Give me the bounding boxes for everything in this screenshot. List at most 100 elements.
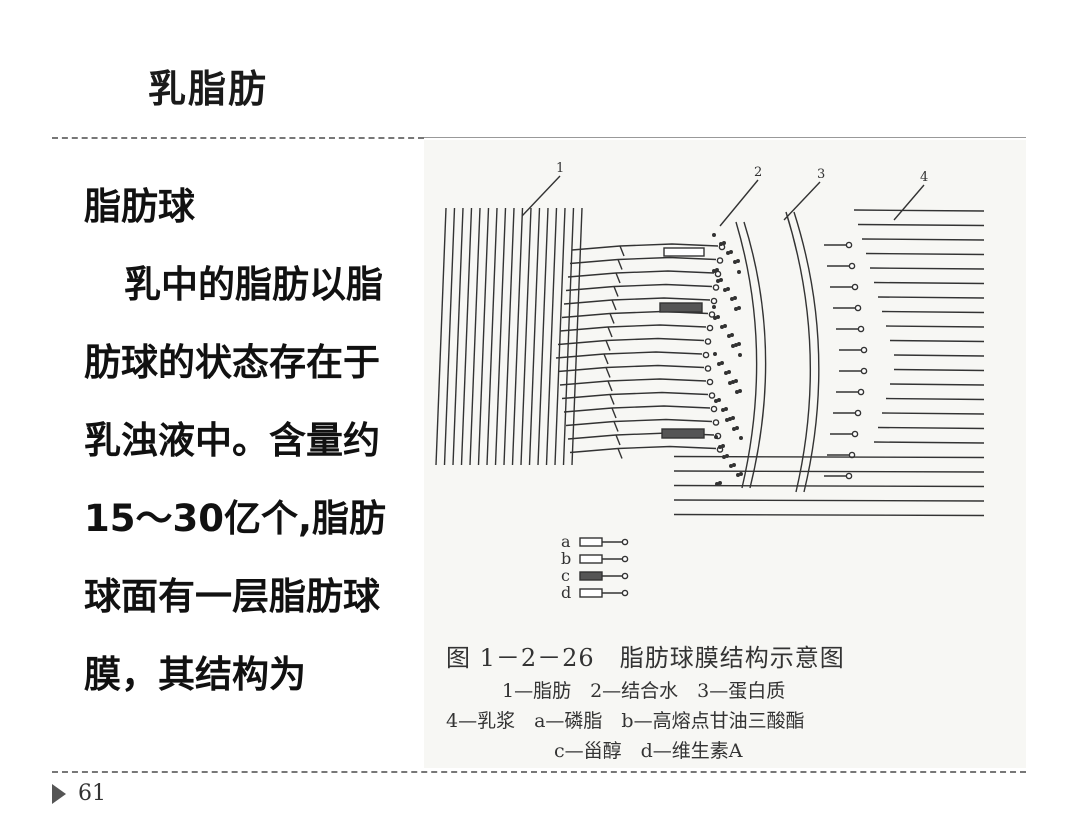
bound-water-dot bbox=[716, 278, 721, 283]
membrane-rod bbox=[569, 445, 717, 454]
bound-water-dot bbox=[719, 277, 724, 282]
plasma-line bbox=[673, 484, 985, 488]
fat-core-stroke bbox=[571, 207, 583, 466]
rod-head bbox=[704, 338, 712, 345]
plasma-line bbox=[893, 368, 985, 372]
outer-rod-head bbox=[854, 409, 862, 417]
membrane-curve-inner-b bbox=[743, 221, 767, 489]
outer-rod-head bbox=[857, 325, 865, 333]
rod-divider bbox=[611, 299, 617, 311]
legend-glyph-head bbox=[621, 572, 629, 580]
bound-water-dot bbox=[722, 240, 727, 245]
rod-head bbox=[710, 297, 718, 305]
bound-water-dot bbox=[732, 463, 737, 468]
slide-title: 乳脂肪 bbox=[148, 66, 269, 111]
bound-water-dot bbox=[721, 444, 726, 449]
play-arrow-icon bbox=[52, 784, 66, 804]
bound-water-dot bbox=[738, 388, 743, 393]
rod-divider bbox=[609, 313, 615, 324]
figure-label-4: 4 bbox=[920, 170, 928, 185]
plasma-line bbox=[865, 252, 985, 256]
bound-water-dot bbox=[729, 249, 734, 254]
rod-divider bbox=[605, 340, 611, 351]
membrane-rod bbox=[565, 283, 713, 292]
bound-water-dot bbox=[714, 399, 719, 404]
fat-core-stroke bbox=[452, 207, 464, 466]
rod-divider bbox=[617, 259, 623, 270]
plasma-line bbox=[673, 513, 985, 517]
fat-core-stroke bbox=[435, 207, 447, 466]
legend-glyph bbox=[579, 554, 603, 564]
figure-caption-title: 图 1－2－26 脂肪球膜结构示意图 bbox=[446, 644, 845, 672]
rod-head bbox=[712, 284, 720, 291]
bound-water-dot bbox=[737, 269, 742, 274]
fat-core-stroke bbox=[469, 207, 481, 466]
figure-panel: 1 2 3 4 a b c d 图 1－2－26 脂肪球膜结构示意图 1—脂肪 … bbox=[424, 140, 1026, 768]
page-number: 61 bbox=[78, 781, 106, 806]
rod-head bbox=[716, 257, 724, 264]
bound-water-dot bbox=[728, 417, 733, 422]
sterol-bar bbox=[659, 302, 703, 313]
plasma-line bbox=[893, 354, 985, 357]
bound-water-dot bbox=[732, 427, 737, 432]
bound-water-dot bbox=[716, 314, 721, 319]
plasma-line bbox=[877, 426, 985, 430]
membrane-rod bbox=[561, 391, 709, 400]
bound-water-dot bbox=[737, 305, 742, 310]
fat-core-stroke bbox=[520, 207, 532, 466]
plasma-line bbox=[673, 499, 985, 502]
top-divider-dashed bbox=[52, 137, 424, 139]
membrane-rod bbox=[563, 297, 711, 305]
membrane-rod bbox=[559, 378, 707, 386]
bound-water-dot bbox=[734, 306, 739, 311]
fat-core-stroke bbox=[545, 207, 558, 466]
bound-water-dot bbox=[719, 241, 724, 246]
bound-water-dot bbox=[725, 418, 730, 423]
fat-core-stroke bbox=[494, 207, 507, 466]
bound-water-dot bbox=[713, 315, 718, 320]
rod-head bbox=[714, 270, 722, 278]
legend-glyph bbox=[579, 571, 603, 581]
figure-caption-line-3: c—甾醇 d—维生素A bbox=[554, 740, 743, 762]
membrane-rod bbox=[567, 270, 715, 278]
bound-water-dot bbox=[728, 380, 733, 385]
bound-water-dot bbox=[737, 341, 742, 346]
rod-divider bbox=[613, 286, 619, 297]
plasma-line bbox=[861, 238, 985, 241]
section-heading: 脂肪球 bbox=[84, 185, 195, 228]
figure-label-1: 1 bbox=[556, 161, 564, 176]
fat-core-stroke bbox=[477, 207, 490, 466]
bound-water-dot bbox=[712, 304, 717, 309]
body-text: 脂肪球 乳中的脂肪以脂肪球的状态存在于乳浊液中。含量约15～30亿个,脂肪球面有… bbox=[84, 168, 414, 714]
membrane-rod bbox=[555, 351, 703, 359]
plasma-line bbox=[673, 455, 985, 459]
bound-water-dot bbox=[736, 258, 741, 263]
rod-divider bbox=[603, 353, 609, 365]
membrane-rod bbox=[559, 324, 707, 332]
bound-water-dot bbox=[736, 473, 741, 478]
bound-water-dot bbox=[714, 435, 719, 440]
plasma-line bbox=[885, 397, 985, 401]
bound-water-dot bbox=[727, 333, 732, 338]
bound-water-dot bbox=[720, 324, 725, 329]
rod-divider bbox=[613, 421, 619, 432]
figure-caption-line-1: 1—脂肪 2—结合水 3—蛋白质 bbox=[502, 680, 786, 702]
bound-water-dot bbox=[718, 481, 723, 486]
outer-rod-head bbox=[845, 472, 853, 480]
plasma-line bbox=[673, 470, 985, 473]
membrane-rod bbox=[571, 243, 719, 251]
legend-glyph-head bbox=[621, 589, 629, 597]
rod-head bbox=[712, 419, 720, 426]
top-divider-solid bbox=[424, 137, 1026, 138]
bound-water-dot bbox=[738, 352, 743, 357]
membrane-rod bbox=[557, 337, 705, 346]
rod-head bbox=[708, 311, 716, 318]
bound-water-dot bbox=[734, 378, 739, 383]
plasma-line bbox=[877, 296, 985, 299]
fat-core-stroke bbox=[528, 207, 541, 466]
rod-divider bbox=[607, 326, 613, 338]
plasma-line bbox=[857, 223, 985, 227]
bound-water-dot bbox=[712, 268, 717, 273]
rod-divider bbox=[607, 380, 613, 392]
legend-letter-d: d bbox=[561, 583, 572, 602]
